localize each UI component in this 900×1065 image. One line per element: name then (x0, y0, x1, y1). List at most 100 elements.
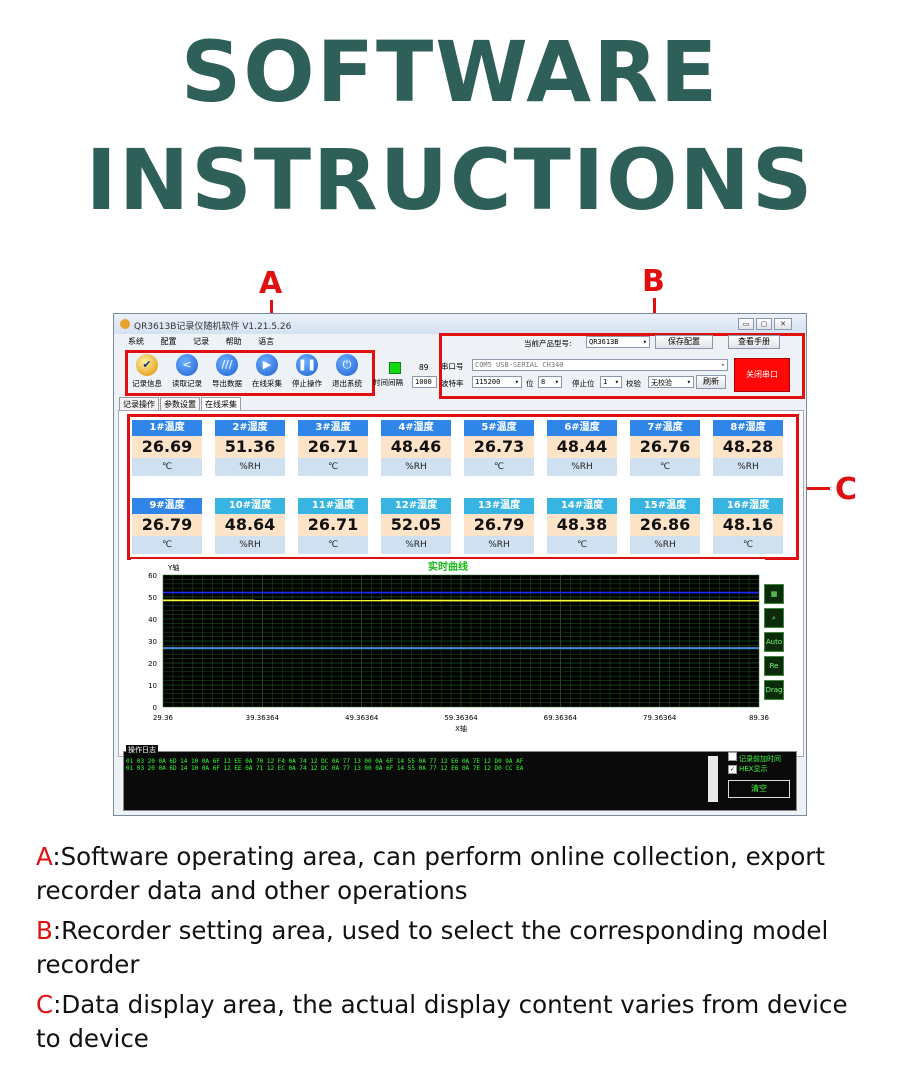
menu-config[interactable]: 配置 (160, 337, 177, 346)
stopbit-select[interactable]: 1▾ (600, 376, 622, 388)
log-line: 01 03 20 0A 6D 14 10 0A 6F 12 EE 0A 70 1… (126, 758, 524, 765)
sensor-unit: %RH (630, 536, 700, 554)
y-tick-label: 20 (148, 660, 157, 668)
y-tick-label: 30 (148, 638, 157, 646)
sensor-value: 52.05 (381, 514, 451, 536)
interval-label: 时间间隔 (373, 378, 403, 387)
sensor-value: 48.64 (215, 514, 285, 536)
checkbox-timestamp[interactable] (728, 752, 737, 761)
export-data-button[interactable]: ///导出数据 (208, 354, 246, 389)
exit-system-button[interactable]: ⏻退出系统 (328, 354, 366, 389)
sensor-value: 51.36 (215, 436, 285, 458)
sensor-unit: %RH (713, 458, 783, 476)
clear-log-button[interactable]: 清空 (728, 780, 790, 798)
chart-title: 实时曲线 (428, 560, 468, 573)
sensor-value: 48.46 (381, 436, 451, 458)
sensor-unit: %RH (547, 458, 617, 476)
menu-help[interactable]: 帮助 (225, 337, 242, 346)
sensor-unit: ℃ (464, 458, 534, 476)
maximize-button[interactable]: ▢ (756, 318, 772, 330)
bits-select[interactable]: 8▾ (538, 376, 562, 388)
grid-icon[interactable]: ▦ (764, 584, 784, 604)
tab-parameter-settings[interactable]: 参数设置 (160, 397, 200, 411)
port-select[interactable]: COM5 USB-SERIAL CH340▾ (472, 359, 728, 371)
sensor-name: 2#湿度 (215, 420, 285, 436)
auto-icon[interactable]: Auto (764, 632, 784, 652)
sensor-value: 26.69 (132, 436, 202, 458)
interval-count: 89 (419, 363, 429, 372)
online-collect-button[interactable]: ▶在线采集 (248, 354, 286, 389)
option-hex[interactable]: ✓HEX显示 (728, 765, 768, 774)
headline-line-2: INSTRUCTIONS (85, 131, 815, 229)
log-scrollbar[interactable] (708, 756, 718, 802)
export-icon: /// (216, 354, 238, 376)
sensor-name: 15#温度 (630, 498, 700, 514)
close-port-button[interactable]: 关闭串口 (734, 358, 790, 392)
tab-online-collection[interactable]: 在线采集 (201, 397, 241, 411)
app-window: QR3613B记录仪随机软件 V1.21.5.26 ▭ ▢ ✕ 系统 配置 记录… (113, 313, 807, 816)
sensor-name: 5#温度 (464, 420, 534, 436)
status-led (389, 362, 401, 374)
settings-highlight-b (439, 333, 805, 399)
play-icon: ▶ (256, 354, 278, 376)
sensor-value: 26.79 (464, 514, 534, 536)
sensor-unit: ℃ (547, 536, 617, 554)
stopbit-label: 停止位 (572, 379, 595, 388)
model-select[interactable]: QR3613B▾ (586, 336, 650, 348)
bits-label: 位 (526, 379, 534, 388)
log-line: 01 03 20 0A 6D 14 10 0A 6F 12 EE 0A 71 1… (126, 765, 524, 772)
stop-operation-button[interactable]: ❚❚停止操作 (288, 354, 326, 389)
x-tick-label: 89.36 (749, 714, 770, 722)
menu-system[interactable]: 系统 (128, 337, 144, 346)
sensor-name: 7#温度 (630, 420, 700, 436)
view-manual-button[interactable]: 查看手册 (728, 335, 780, 349)
sensor-name: 16#湿度 (713, 498, 783, 514)
reset-icon[interactable]: Re (764, 656, 784, 676)
sensor-value: 48.28 (713, 436, 783, 458)
save-config-button[interactable]: 保存配置 (655, 335, 713, 349)
x-tick-label: 29.36 (153, 714, 174, 722)
close-window-button[interactable]: ✕ (774, 318, 792, 330)
callout-a: A (259, 266, 283, 301)
menu-language[interactable]: 语言 (258, 337, 275, 346)
log-text[interactable]: 01 03 20 0A 6D 14 10 0A 6F 12 EE 0A 70 1… (126, 758, 704, 802)
sensor-name: 10#湿度 (215, 498, 285, 514)
refresh-button[interactable]: 刷新 (696, 375, 726, 389)
window-title: QR3613B记录仪随机软件 V1.21.5.26 (134, 322, 292, 332)
record-info-button[interactable]: ✔记录信息 (128, 354, 166, 389)
callout-c: C (835, 472, 858, 507)
x-tick-label: 39.36364 (246, 714, 280, 722)
y-tick-label: 40 (148, 616, 157, 624)
sensor-name: 14#湿度 (547, 498, 617, 514)
parity-select[interactable]: 无校验▾ (648, 376, 694, 388)
y-tick-label: 0 (153, 704, 157, 712)
interval-input[interactable]: 1000 (412, 376, 437, 388)
sensor-unit: %RH (381, 536, 451, 554)
baud-select[interactable]: 115200▾ (472, 376, 522, 388)
zoom-icon[interactable]: ⌕ (764, 608, 784, 628)
power-icon: ⏻ (336, 354, 358, 376)
tab-record-operation[interactable]: 记录操作 (119, 397, 159, 411)
checkbox-hex[interactable]: ✓ (728, 765, 737, 774)
menu-record[interactable]: 记录 (193, 337, 210, 346)
sensor-name: 8#湿度 (713, 420, 783, 436)
x-tick-label: 59.36364 (444, 714, 478, 722)
sensor-unit: ℃ (298, 458, 368, 476)
chevron-down-icon: ▾ (614, 378, 619, 386)
data-highlight-c (127, 414, 799, 560)
option-timestamp[interactable]: 记录前加时间 (728, 752, 781, 764)
callout-c-line (798, 487, 830, 490)
minimize-button[interactable]: ▭ (738, 318, 754, 330)
read-record-button[interactable]: <读取记录 (168, 354, 206, 389)
sensor-unit: %RH (215, 536, 285, 554)
y-tick-label: 10 (148, 682, 157, 690)
drag-icon[interactable]: Drag (764, 680, 784, 700)
